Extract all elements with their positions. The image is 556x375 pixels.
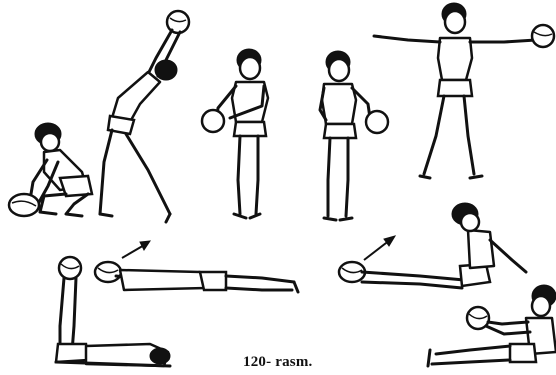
lying-figure-ball-behind-head [95, 241, 298, 292]
figure-caption: 120- rasm. [243, 354, 313, 371]
standing-figure-arms-out-ball [374, 3, 554, 178]
squatting-figure-with-ball [9, 123, 92, 216]
standing-figure-ball-left-hip [320, 51, 388, 220]
backbend-figure-ball-overhead [100, 11, 189, 222]
sitting-figure-holding-ball [428, 285, 556, 366]
sitting-figure-reaching-ball [339, 203, 526, 288]
standing-figure-ball-right-hip [202, 49, 268, 218]
